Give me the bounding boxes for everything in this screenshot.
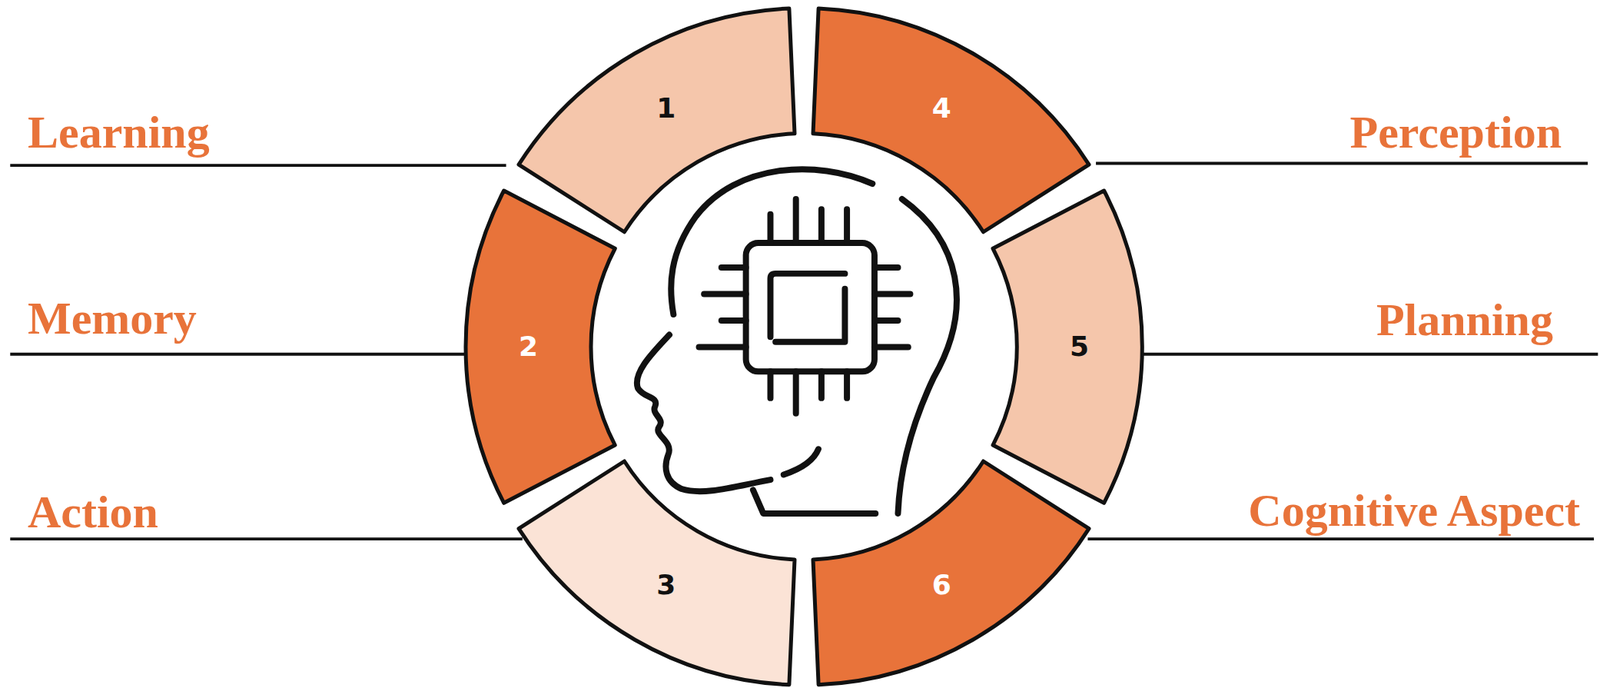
callout-number: 1 (656, 94, 676, 123)
head-icon (637, 169, 957, 514)
ring-segment: 2 (462, 187, 618, 506)
component-label: Memory (27, 295, 197, 342)
ring-segment: 4 (809, 5, 1093, 236)
ring-segment: 5 (989, 187, 1146, 506)
component-label: Action (27, 488, 159, 535)
callout-number: 3 (656, 570, 676, 599)
ring-segment: 6 (809, 458, 1093, 688)
component-label: Planning (1376, 296, 1554, 343)
leader-lines (9, 162, 1598, 539)
segment-outline (813, 8, 1089, 233)
segment-outline (465, 190, 615, 503)
component-label: Cognitive Aspect (1248, 487, 1581, 534)
segment-outline (813, 461, 1089, 685)
ring-segment: 3 (515, 458, 798, 688)
component-label: Perception (1350, 109, 1562, 156)
ring-segment: 1 (515, 5, 798, 236)
component-label: Learning (27, 109, 210, 156)
segment-outline (518, 461, 795, 685)
segment-shape (462, 187, 618, 506)
callout-number: 6 (932, 570, 952, 599)
callout-number: 5 (1069, 332, 1089, 361)
segment-outline (992, 190, 1142, 503)
segment-outline (518, 8, 795, 233)
segment-shape (989, 187, 1146, 506)
callout-number: 2 (518, 332, 538, 361)
callout-number: 4 (932, 94, 952, 123)
